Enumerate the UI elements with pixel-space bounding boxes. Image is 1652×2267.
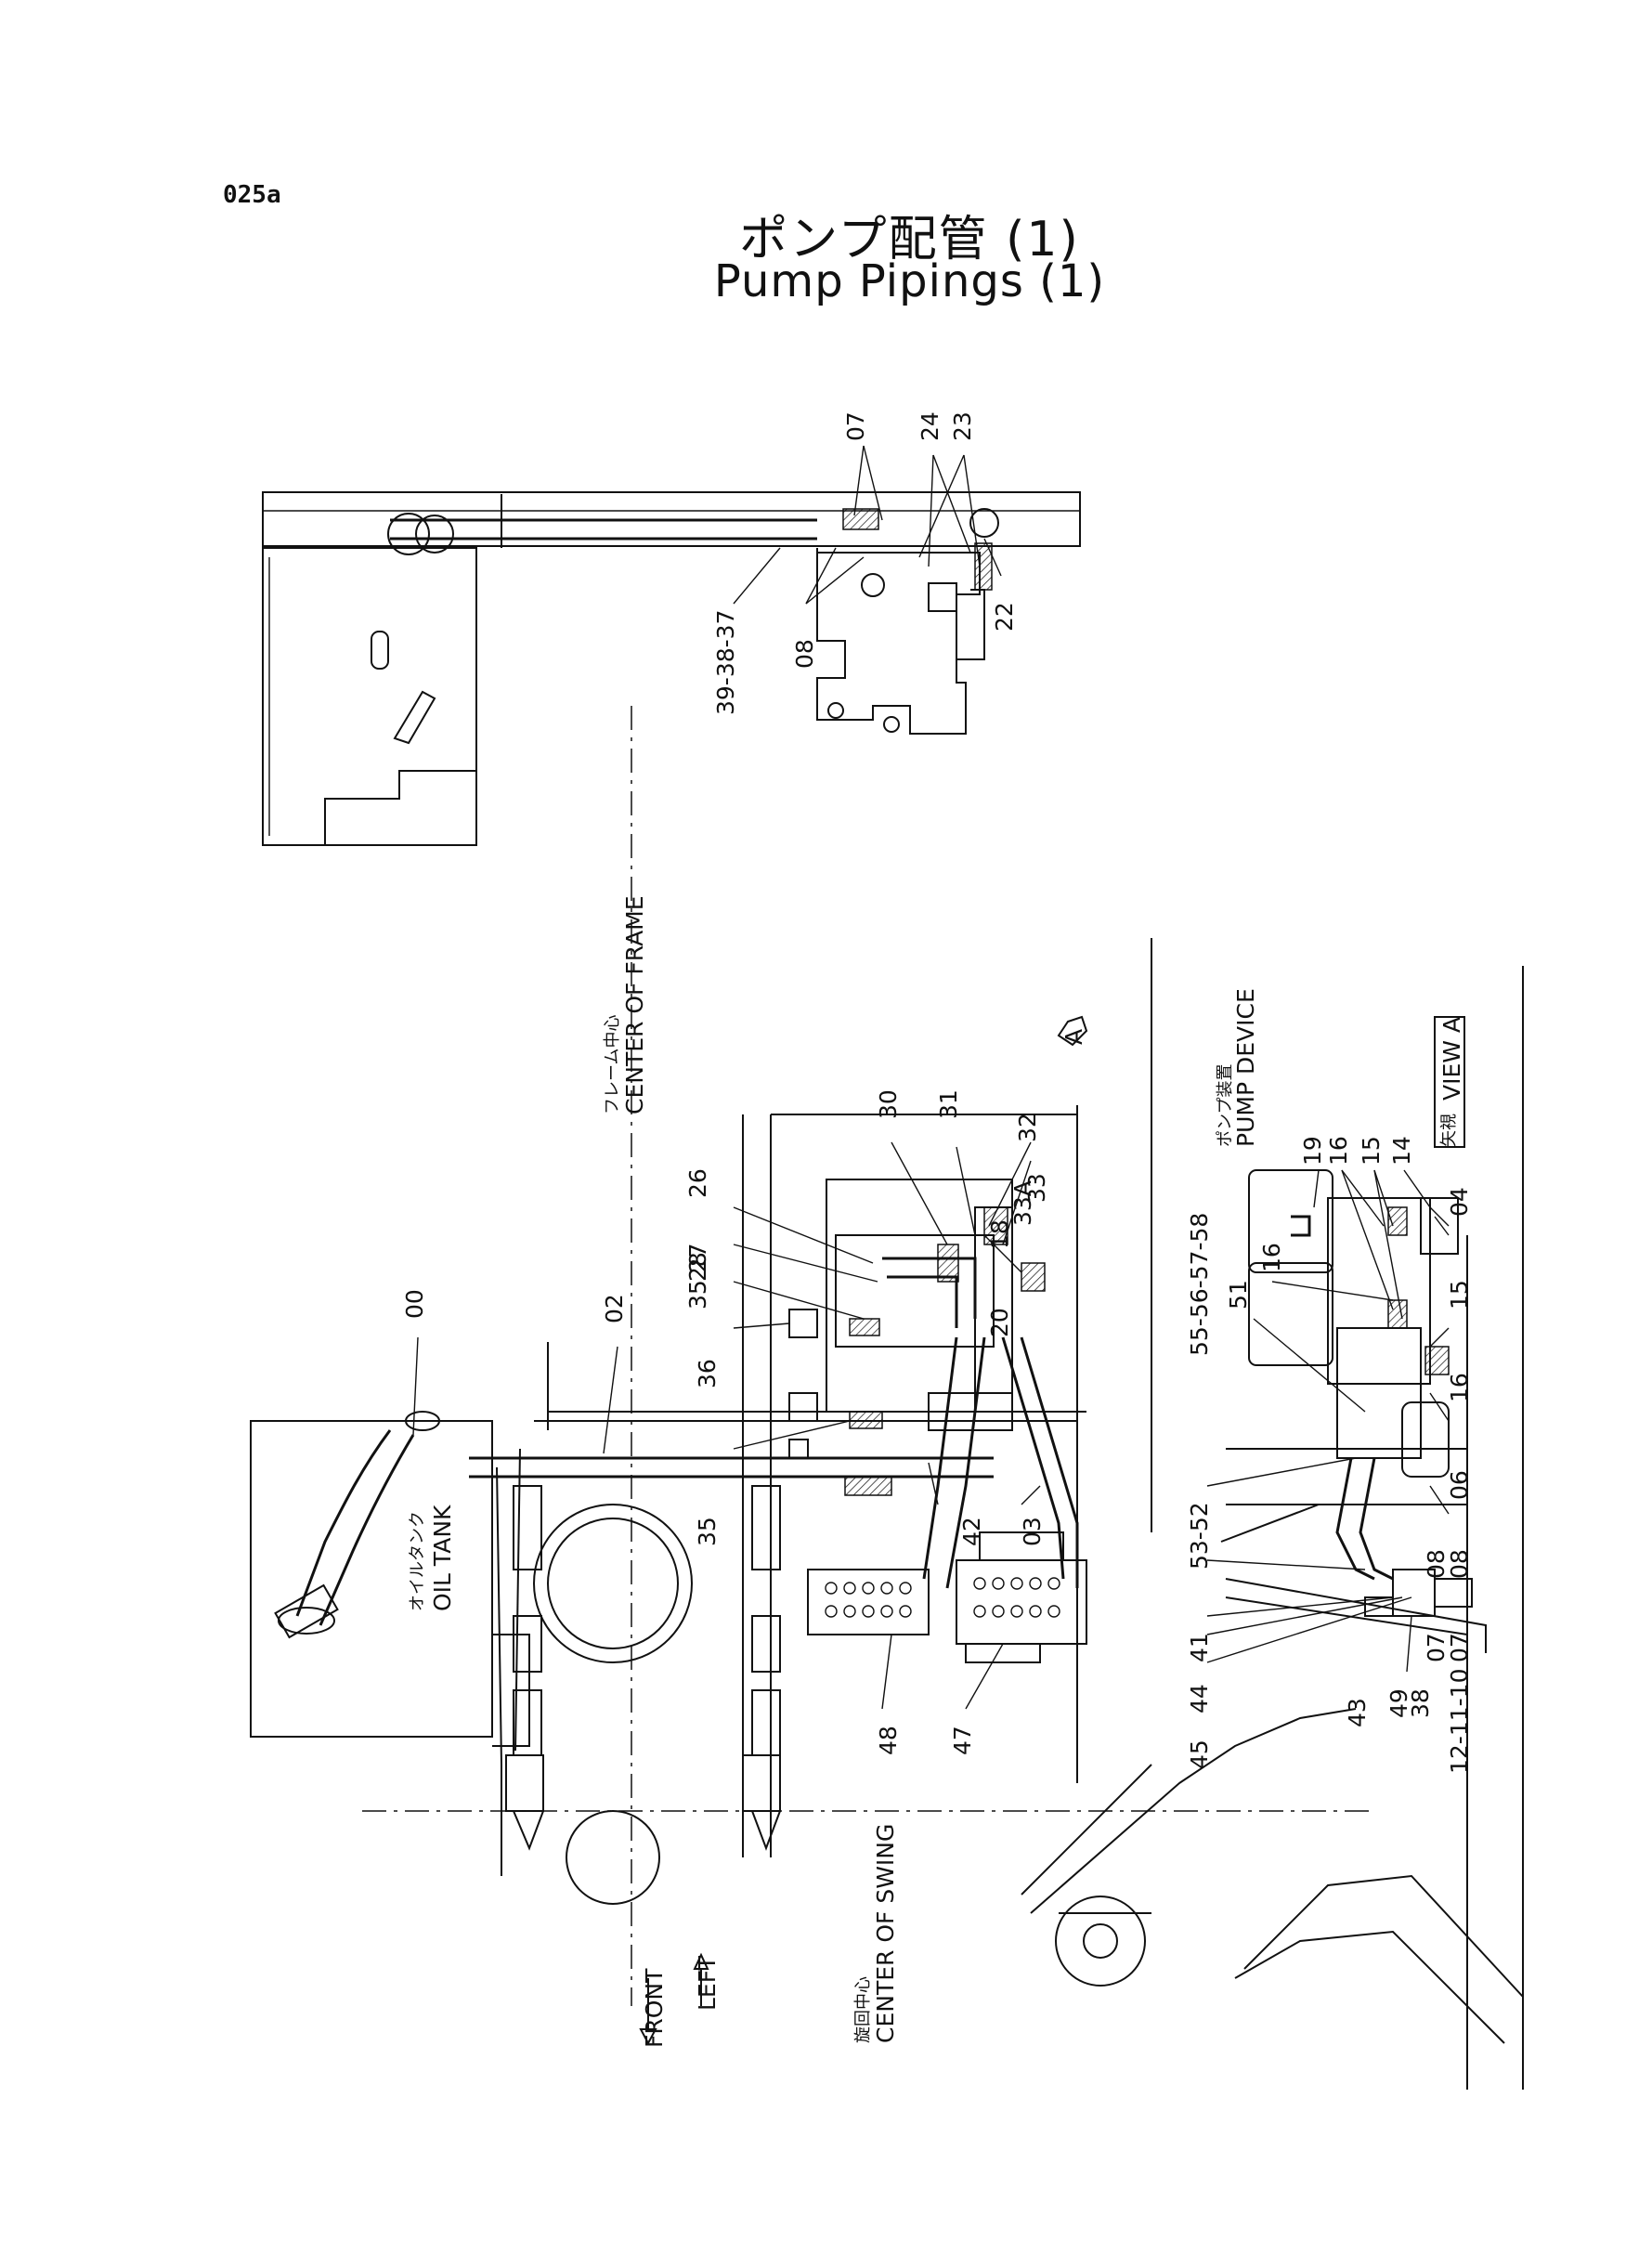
part-label-41: 41 xyxy=(1186,1633,1213,1662)
part-label-08-top: 08 xyxy=(791,639,818,669)
part-label-38: 38 xyxy=(1407,1688,1434,1718)
part-label-44: 44 xyxy=(1186,1684,1213,1713)
part-label-49: 49 xyxy=(1385,1688,1412,1718)
title-english: Pump Pipings (1) xyxy=(713,255,1106,307)
left-arrow xyxy=(693,1952,709,2006)
oil-tank-label: OIL TANK xyxy=(429,1505,456,1611)
part-label-08-low: 08 xyxy=(1446,1549,1473,1579)
part-label-18: 18 xyxy=(986,1219,1013,1249)
swing-center-label-jp: 旋回中心 xyxy=(853,1976,873,2043)
view-label-jp: 矢視 xyxy=(1439,1114,1459,1147)
part-label-16-top: 16 xyxy=(1325,1136,1352,1166)
part-label-04: 04 xyxy=(1446,1187,1473,1217)
roller-left xyxy=(505,1485,544,1851)
part-label-35: 35 xyxy=(694,1517,721,1546)
labels-extra: 08 07 xyxy=(1423,1549,1450,1662)
part-label-20: 20 xyxy=(986,1308,1013,1337)
frame-center-label-jp: フレーム中心 xyxy=(603,1015,622,1114)
part-label-51: 51 xyxy=(1225,1280,1252,1309)
labels: 07 24 23 22 08 39-38-37 00 02 オイルタンク OIL… xyxy=(401,411,1473,2048)
part-label-03: 03 xyxy=(1019,1517,1046,1546)
part-label-14: 14 xyxy=(1388,1136,1415,1166)
part-label-31: 31 xyxy=(935,1089,962,1119)
view-a-box xyxy=(1434,1016,1465,1148)
part-label-00: 00 xyxy=(401,1289,428,1319)
part-label-42: 42 xyxy=(958,1517,985,1546)
valve-bank-48 xyxy=(807,1569,930,1635)
front-label: FRONT xyxy=(641,1968,668,2048)
swing-center-label: CENTER OF SWING xyxy=(872,1824,899,2043)
part-label-07-low: 07 xyxy=(1446,1633,1473,1662)
part-label-22: 22 xyxy=(991,602,1018,632)
part-label-12-11-10: 12-11-10 xyxy=(1446,1669,1473,1774)
part-label-16-mid: 16 xyxy=(1446,1373,1473,1402)
oil-tank-label-jp: オイルタンク xyxy=(408,1511,427,1611)
pump-device-label-jp: ポンプ装置 xyxy=(1216,1064,1235,1147)
upper-view xyxy=(262,445,1081,846)
part-label-32: 32 xyxy=(1014,1113,1041,1142)
title-japanese: ポンプ配管 (1) xyxy=(739,212,1080,267)
frame-center-label: CENTER OF FRAME xyxy=(621,895,648,1114)
part-label-39-38-37: 39-38-37 xyxy=(712,610,739,715)
part-label-16-left: 16 xyxy=(1258,1243,1285,1272)
pump-device-label: PUMP DEVICE xyxy=(1232,988,1259,1147)
pump-device xyxy=(1248,1169,1473,1617)
front-arrow xyxy=(639,1978,657,2046)
part-label-53-52: 53-52 xyxy=(1186,1502,1213,1570)
valve-bank-47 xyxy=(956,1531,1087,1663)
view-a-label: VIEW A xyxy=(1438,1017,1465,1101)
part-label-02: 02 xyxy=(601,1294,628,1323)
part-label-28: 28 xyxy=(684,1252,711,1282)
part-label-26: 26 xyxy=(684,1168,711,1198)
part-label-08-pump: 08 xyxy=(1423,1549,1450,1579)
part-label-36: 36 xyxy=(694,1359,721,1388)
part-label-33: 33 xyxy=(1023,1173,1050,1203)
part-label-15-mid: 15 xyxy=(1446,1280,1473,1309)
part-label-35-27: 35 27 xyxy=(684,1243,711,1309)
part-label-07-pump: 07 xyxy=(1423,1633,1450,1662)
part-label-24: 24 xyxy=(917,411,943,441)
part-label-33A: 33A xyxy=(1009,1180,1036,1226)
roller-right xyxy=(742,1485,781,1851)
part-label-19: 19 xyxy=(1299,1136,1326,1166)
part-label-15-top: 15 xyxy=(1358,1136,1385,1166)
left-label: LEFT xyxy=(694,1955,721,2011)
view-marker-a: A xyxy=(1060,1029,1087,1045)
part-label-55-56-57-58: 55-56-57-58 xyxy=(1186,1213,1213,1356)
part-label-43: 43 xyxy=(1344,1698,1371,1727)
part-label-45: 45 xyxy=(1186,1739,1213,1769)
page-code: 025a xyxy=(223,181,281,209)
lower-view xyxy=(250,938,1524,2090)
part-label-07: 07 xyxy=(842,411,869,441)
part-label-47: 47 xyxy=(949,1726,976,1755)
part-label-48: 48 xyxy=(875,1726,902,1755)
part-label-23: 23 xyxy=(949,411,976,441)
part-label-06: 06 xyxy=(1446,1470,1473,1500)
part-label-30: 30 xyxy=(875,1089,902,1119)
